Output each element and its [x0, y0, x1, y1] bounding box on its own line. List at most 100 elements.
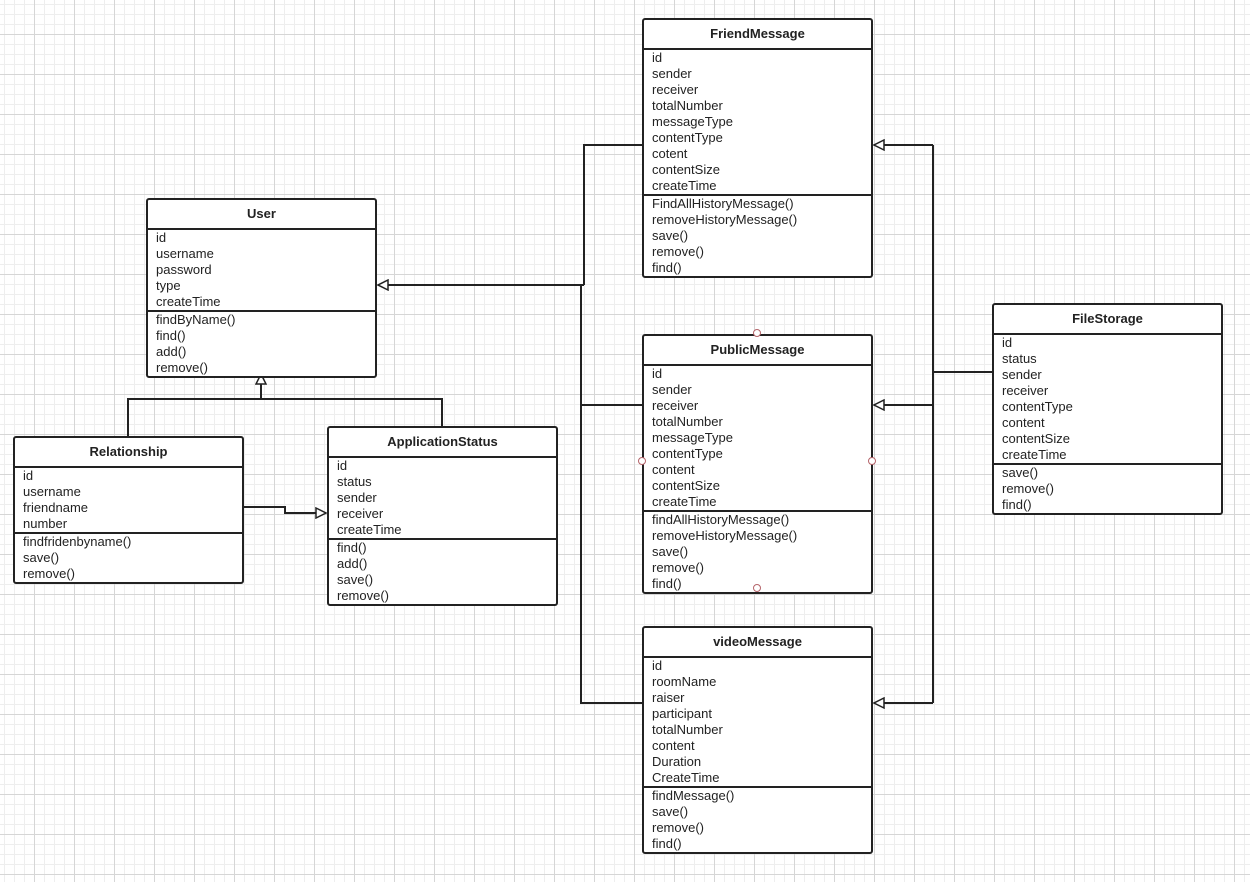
- attribute: id: [156, 230, 167, 245]
- attribute: id: [652, 658, 663, 673]
- attribute-list: id username friendname number: [15, 468, 242, 532]
- edge-filestorage-trunk[interactable]: [932, 145, 992, 373]
- method: save(): [23, 550, 60, 565]
- method: findMessage(): [652, 788, 735, 803]
- attribute: receiver: [652, 82, 699, 97]
- attribute: id: [337, 458, 348, 473]
- edge-friendmessage-user[interactable]: [583, 144, 642, 285]
- class-name: FriendMessage: [644, 20, 871, 50]
- method-list: findByName() find() add() remove(): [148, 310, 375, 376]
- method: remove(): [652, 560, 705, 575]
- attribute: id: [652, 366, 663, 381]
- attribute: messageType: [652, 430, 733, 445]
- method: save(): [1002, 465, 1039, 480]
- attribute: roomName: [652, 674, 717, 689]
- attribute: contentSize: [652, 162, 720, 177]
- method: add(): [156, 344, 187, 359]
- method: FindAllHistoryMessage(): [652, 196, 794, 211]
- attribute: totalNumber: [652, 98, 723, 113]
- class-filestorage[interactable]: FileStorage id status sender receiver co…: [992, 303, 1223, 515]
- attribute: content: [1002, 415, 1045, 430]
- attribute: sender: [652, 66, 692, 81]
- method: find(): [652, 260, 682, 275]
- method-list: save() remove() find(): [994, 463, 1221, 513]
- class-name: User: [148, 200, 375, 230]
- attribute: type: [156, 278, 181, 293]
- connection-point-bottom[interactable]: [753, 584, 761, 592]
- attribute: sender: [337, 490, 377, 505]
- class-relationship[interactable]: Relationship id username friendname numb…: [13, 436, 244, 584]
- attribute: content: [652, 462, 695, 477]
- method: findAllHistoryMessage(): [652, 512, 790, 527]
- edge-relationship-applicationstatus[interactable]: [243, 506, 326, 513]
- attribute-list: id status sender receiver createTime: [329, 458, 556, 538]
- attribute: contentType: [652, 130, 723, 145]
- attribute: id: [1002, 335, 1013, 350]
- method: findByName(): [156, 312, 236, 327]
- method-list: findAllHistoryMessage() removeHistoryMes…: [644, 510, 871, 592]
- attribute: receiver: [1002, 383, 1049, 398]
- attribute: totalNumber: [652, 722, 723, 737]
- connection-point-right[interactable]: [868, 457, 876, 465]
- class-publicmessage[interactable]: PublicMessage id sender receiver totalNu…: [642, 334, 873, 594]
- connection-point-left[interactable]: [638, 457, 646, 465]
- attribute: raiser: [652, 690, 685, 705]
- attribute: createTime: [337, 522, 402, 537]
- attribute-list: id roomName raiser participant totalNumb…: [644, 658, 871, 786]
- class-name: PublicMessage: [644, 336, 871, 366]
- connection-point-top[interactable]: [753, 329, 761, 337]
- edge-videomessage-user[interactable]: [580, 285, 642, 704]
- class-applicationstatus[interactable]: ApplicationStatus id status sender recei…: [327, 426, 558, 606]
- attribute: cotent: [652, 146, 688, 161]
- method: find(): [652, 576, 682, 591]
- attribute-list: id sender receiver totalNumber messageTy…: [644, 50, 871, 194]
- method: removeHistoryMessage(): [652, 528, 798, 543]
- method-list: FindAllHistoryMessage() removeHistoryMes…: [644, 194, 871, 276]
- edge-applicationstatus-user[interactable]: [261, 398, 443, 426]
- attribute: createTime: [652, 494, 717, 509]
- attribute: messageType: [652, 114, 733, 129]
- class-user[interactable]: User id username password type createTim…: [146, 198, 377, 378]
- attribute: contentSize: [652, 478, 720, 493]
- edge-publicmessage-user[interactable]: [580, 285, 642, 406]
- method: save(): [652, 804, 689, 819]
- method: remove(): [652, 820, 705, 835]
- attribute: id: [652, 50, 663, 65]
- attribute: content: [652, 738, 695, 753]
- attribute: number: [23, 516, 68, 531]
- attribute: contentSize: [1002, 431, 1070, 446]
- attribute: username: [156, 246, 214, 261]
- method-list: findMessage() save() remove() find(): [644, 786, 871, 852]
- attribute: createTime: [652, 178, 717, 193]
- method: remove(): [652, 244, 705, 259]
- method: add(): [337, 556, 368, 571]
- class-name: Relationship: [15, 438, 242, 468]
- method: remove(): [1002, 481, 1055, 496]
- method-list: find() add() save() remove(): [329, 538, 556, 604]
- method: save(): [337, 572, 374, 587]
- attribute: createTime: [156, 294, 221, 309]
- method: remove(): [337, 588, 390, 603]
- method: findfridenbyname(): [23, 534, 132, 549]
- attribute: status: [1002, 351, 1037, 366]
- class-friendmessage[interactable]: FriendMessage id sender receiver totalNu…: [642, 18, 873, 278]
- method: find(): [156, 328, 186, 343]
- method: remove(): [23, 566, 76, 581]
- class-name: ApplicationStatus: [329, 428, 556, 458]
- attribute: receiver: [337, 506, 384, 521]
- attribute: CreateTime: [652, 770, 720, 785]
- attribute: participant: [652, 706, 712, 721]
- method: find(): [337, 540, 367, 555]
- edge-relationship-user[interactable]: [127, 398, 261, 436]
- attribute: id: [23, 468, 34, 483]
- attribute: sender: [1002, 367, 1042, 382]
- class-videomessage[interactable]: videoMessage id roomName raiser particip…: [642, 626, 873, 854]
- attribute: contentType: [652, 446, 723, 461]
- attribute: friendname: [23, 500, 89, 515]
- attribute-list: id status sender receiver contentType co…: [994, 335, 1221, 463]
- class-name: FileStorage: [994, 305, 1221, 335]
- method: find(): [652, 836, 682, 851]
- attribute-list: id username password type createTime: [148, 230, 375, 310]
- attribute: totalNumber: [652, 414, 723, 429]
